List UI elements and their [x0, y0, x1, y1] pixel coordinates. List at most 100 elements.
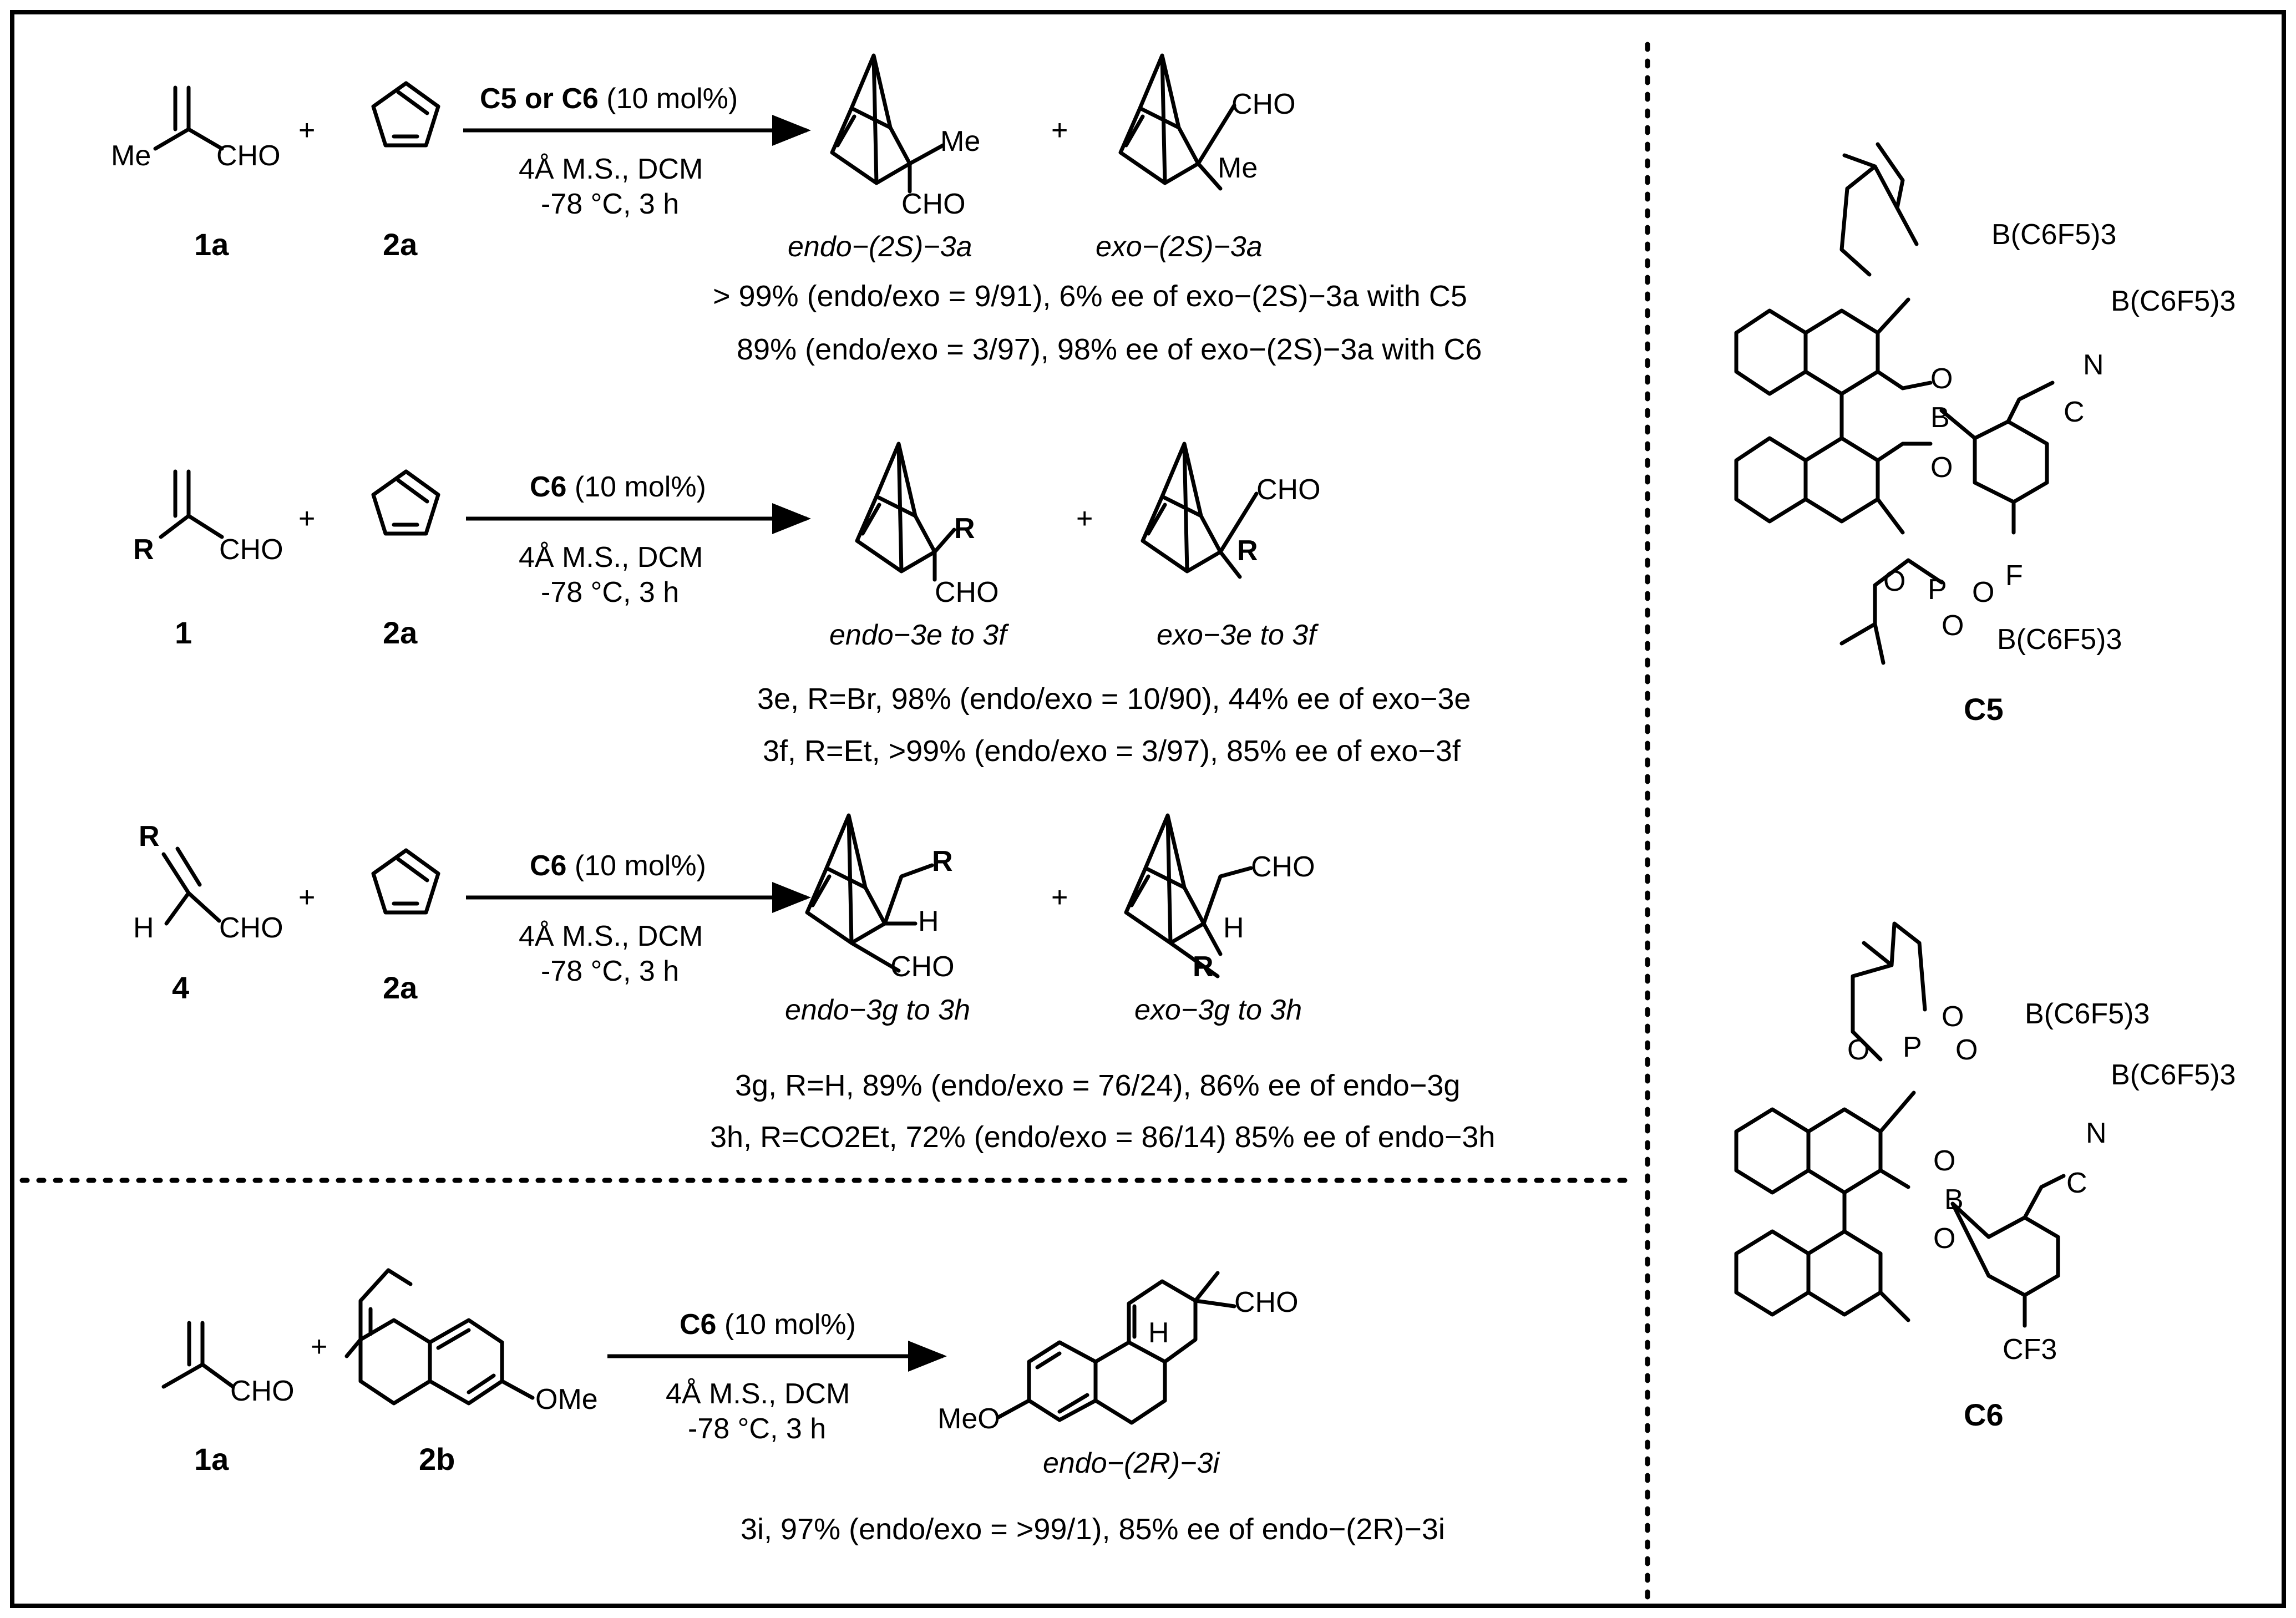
atom-n: N [2086, 1117, 2107, 1149]
compound-label-2b: 2b [419, 1442, 455, 1477]
compound-label-2a: 2a [383, 227, 418, 262]
product-exo-3a: CHO Me [1118, 53, 1296, 191]
cho-substituent: CHO [219, 912, 283, 944]
product-label-endo: endo−3g to 3h [785, 994, 970, 1026]
reaction-conditions-1: C5 or C6 (10 mol%) [480, 83, 738, 115]
h-substituent: H [133, 912, 154, 944]
r-substituent: R [1237, 535, 1258, 567]
plus-sign: + [1076, 503, 1093, 535]
product-exo-3g-3h: CHO H R [1124, 813, 1315, 983]
compound-label-4: 4 [172, 970, 189, 1005]
atom-o: O [1972, 576, 1994, 608]
reaction-conditions-2: 4Å M.S., DCM [519, 541, 703, 574]
r-substituent: R [932, 845, 953, 878]
me-substituent: Me [940, 125, 980, 158]
cho-substituent: CHO [1251, 851, 1315, 883]
boron-substituent: B(C6F5)3 [2111, 1059, 2236, 1091]
cho-substituent: CHO [230, 1375, 295, 1407]
product-label-exo-3a: exo−(2S)−3a [1096, 231, 1263, 263]
cho-substituent: CHO [1234, 1286, 1299, 1318]
atom-c: C [2066, 1167, 2087, 1199]
compound-label-1a: 1a [194, 227, 229, 262]
h-substituent: H [918, 905, 939, 937]
atom-o: O [1847, 1034, 1869, 1066]
atom-f: F [2005, 560, 2023, 592]
compound-label-1: 1 [175, 615, 192, 650]
atom-p: P [1903, 1031, 1922, 1063]
cyclopentadiene-2a [371, 848, 440, 915]
meo-substituent: MeO [937, 1403, 1000, 1435]
reaction-3: R H CHO + C6 (10 mol%) 4Å M.S., DCM -78 … [133, 813, 1496, 1154]
cho-substituent: CHO [1231, 88, 1296, 120]
catalyst-c5: B(C6F5)3 B(C6F5)3 N C O B O F O P O O B(… [1734, 142, 2236, 727]
atom-o: O [1955, 1034, 1978, 1066]
reaction-conditions-1: C6 (10 mol%) [680, 1308, 856, 1341]
catalyst-label-c6: C6 [1964, 1397, 2004, 1432]
atom-c: C [2064, 396, 2085, 428]
cyclopentadiene-2a [371, 81, 440, 148]
cyclopentadiene-2a [371, 469, 440, 536]
plus-sign: + [1051, 881, 1068, 914]
product-label-exo: exo−3e to 3f [1157, 619, 1319, 651]
reaction-conditions-1: C6 (10 mol%) [530, 850, 706, 882]
outer-frame [10, 10, 2286, 1608]
result-line-2: 89% (endo/exo = 3/97), 98% ee of exo−(2S… [737, 333, 1482, 366]
reaction-2: R CHO + C6 (10 mol%) 4Å M.S., DCM -78 °C… [133, 442, 1471, 768]
result-line-1: 3e, R=Br, 98% (endo/exo = 10/90), 44% ee… [757, 682, 1471, 716]
result-line-1: 3i, 97% (endo/exo = >99/1), 85% ee of en… [741, 1513, 1445, 1546]
cho-substituent: CHO [1256, 474, 1321, 506]
r-substituent: R [139, 820, 160, 853]
atom-o: O [1883, 565, 1905, 597]
reaction-conditions-2: 4Å M.S., DCM [519, 920, 703, 952]
catalyst-label-c5: C5 [1964, 692, 2004, 727]
h-substituent: H [1148, 1317, 1169, 1349]
plus-sign: + [298, 114, 315, 146]
compound-label-2a: 2a [383, 970, 418, 1005]
result-line-2: 3f, R=Et, >99% (endo/exo = 3/97), 85% ee… [763, 734, 1461, 768]
result-line-1: > 99% (endo/exo = 9/91), 6% ee of exo−(2… [713, 280, 1467, 313]
plus-sign: + [298, 881, 315, 914]
h-substituent: H [1223, 912, 1244, 944]
atom-p: P [1928, 574, 1947, 606]
enal-4: R H CHO [133, 820, 283, 944]
r-substituent: R [1193, 951, 1214, 983]
product-label-endo-3a: endo−(2S)−3a [788, 231, 972, 263]
acrolein-1: R CHO [133, 469, 283, 566]
atom-o: O [1930, 452, 1953, 484]
compound-label-2a: 2a [383, 615, 418, 650]
reaction-conditions-2: 4Å M.S., DCM [519, 153, 703, 185]
cho-substituent: CHO [219, 534, 283, 566]
reaction-4: CHO + OMe C6 (10 mol%) 4Å M.S., DCM -78 … [161, 1268, 1445, 1546]
product-label-endo: endo−3e to 3f [829, 619, 1009, 651]
me-substituent: Me [111, 140, 151, 172]
boron-substituent: B(C6F5)3 [1997, 623, 2122, 656]
plus-sign: + [1051, 114, 1068, 146]
product-label-exo: exo−3g to 3h [1134, 994, 1302, 1026]
r-substituent: R [133, 534, 154, 566]
atom-n: N [2083, 349, 2104, 381]
reaction-conditions-3: -78 °C, 3 h [541, 576, 679, 608]
cho-substituent: CHO [935, 576, 999, 608]
result-line-2: 3h, R=CO2Et, 72% (endo/exo = 86/14) 85% … [710, 1120, 1496, 1154]
boron-substituent: B(C6F5)3 [2025, 998, 2150, 1030]
reaction-conditions-3: -78 °C, 3 h [688, 1413, 826, 1445]
product-endo-3i: H CHO MeO [937, 1271, 1299, 1435]
atom-o: O [1930, 363, 1953, 395]
plus-sign: + [298, 503, 315, 535]
plus-sign: + [311, 1331, 327, 1363]
reaction-conditions-3: -78 °C, 3 h [541, 955, 679, 987]
atom-b: B [1930, 402, 1950, 434]
reaction-conditions-2: 4Å M.S., DCM [666, 1378, 850, 1410]
result-line-1: 3g, R=H, 89% (endo/exo = 76/24), 86% ee … [735, 1069, 1460, 1102]
r-substituent: R [954, 513, 975, 545]
product-endo-3e-3f: R CHO [855, 442, 999, 608]
compound-label-1a: 1a [194, 1442, 229, 1477]
methacrolein-1a: CHO [161, 1321, 295, 1407]
cho-substituent: CHO [901, 188, 966, 220]
reaction-conditions-1: C6 (10 mol%) [530, 471, 706, 503]
cho-substituent: CHO [216, 140, 281, 172]
dihydronaphthalene-2b: OMe [344, 1268, 598, 1416]
atom-o: O [1942, 610, 1964, 642]
me-substituent: Me [1218, 152, 1258, 184]
